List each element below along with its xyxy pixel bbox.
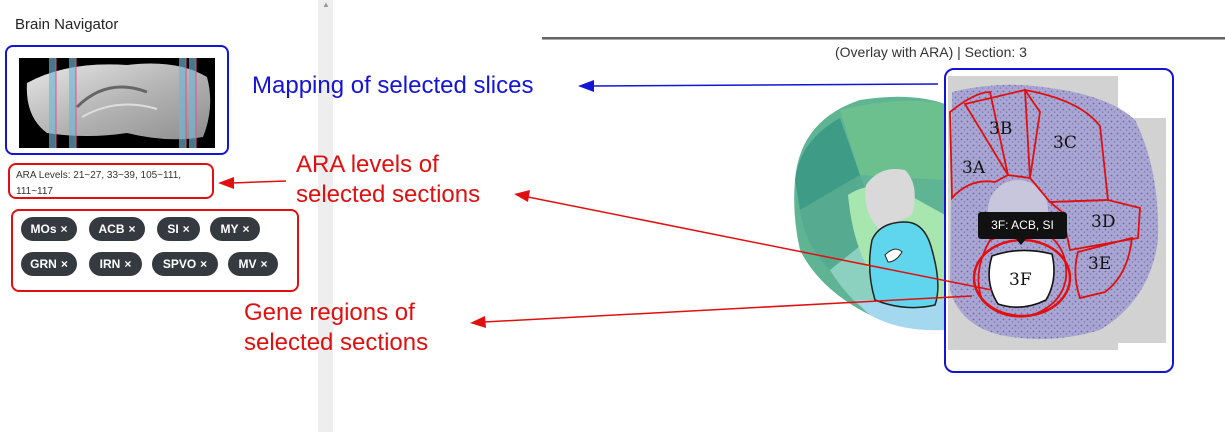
tag-spvo[interactable]: SPVO× — [152, 252, 218, 276]
tag-acb[interactable]: ACB× — [89, 217, 145, 241]
remove-x-icon[interactable]: × — [242, 222, 250, 236]
remove-x-icon[interactable]: × — [60, 222, 68, 236]
region-3b[interactable] — [963, 88, 1041, 180]
region-label-3c: 3C — [1053, 133, 1077, 153]
brain-thumbnail[interactable] — [7, 47, 231, 157]
tag-my[interactable]: MY× — [210, 217, 260, 241]
tag-si[interactable]: SI× — [157, 217, 200, 241]
region-label-3f: 3F — [1009, 270, 1032, 290]
brain-navigator-panel: Brain Navigator ARA Levels — [0, 0, 318, 432]
annotation-arrows — [218, 80, 993, 328]
region-3a[interactable] — [949, 91, 1010, 201]
panel-title: Brain Navigator — [15, 16, 119, 33]
region-label-3b: 3B — [989, 119, 1013, 139]
gene-region-tags: MOs× ACB× SI× MY× GRN× IRN× SPVO× MV× — [11, 209, 299, 292]
region-tooltip: 3F: ACB, SI — [978, 212, 1067, 239]
section-title: (Overlay with ARA) | Section: 3 — [835, 44, 1027, 60]
remove-x-icon[interactable]: × — [260, 257, 268, 271]
region-label-3a: 3A — [962, 158, 986, 178]
tooltip-arrow — [1016, 239, 1026, 245]
scroll-up-arrow-icon[interactable]: ▲ — [322, 0, 330, 9]
tag-grn[interactable]: GRN× — [21, 252, 77, 276]
region-label-3d: 3D — [1091, 212, 1116, 232]
tag-mos[interactable]: MOs× — [21, 217, 77, 241]
ara-levels-text-cont: 111~117 — [16, 186, 53, 197]
remove-x-icon[interactable]: × — [128, 222, 136, 236]
ara-levels-box: ARA Levels: 21~27, 33~39, 105~111, 111~1… — [8, 163, 214, 199]
remove-x-icon[interactable]: × — [60, 257, 68, 271]
remove-x-icon[interactable]: × — [200, 257, 208, 271]
annotation-ara-levels: ARA levels of selected sections — [296, 151, 481, 208]
region-3e[interactable] — [1074, 236, 1134, 300]
remove-x-icon[interactable]: × — [182, 222, 190, 236]
annotation-gene-regions: Gene regions of selected sections — [244, 299, 429, 356]
divider — [542, 37, 1225, 40]
ara-atlas-section — [794, 96, 945, 331]
brain-thumbnail-frame[interactable] — [5, 45, 229, 155]
remove-x-icon[interactable]: × — [124, 257, 132, 271]
scrollbar[interactable] — [318, 0, 333, 432]
section-mapping-frame — [944, 68, 1174, 373]
tag-irn[interactable]: IRN× — [89, 252, 142, 276]
tag-mv[interactable]: MV× — [228, 252, 278, 276]
ara-levels-text: ARA Levels: 21~27, 33~39, 105~111, — [16, 170, 182, 181]
region-label-3e: 3E — [1088, 254, 1112, 274]
annotation-mapping: Mapping of selected slices — [252, 72, 534, 99]
